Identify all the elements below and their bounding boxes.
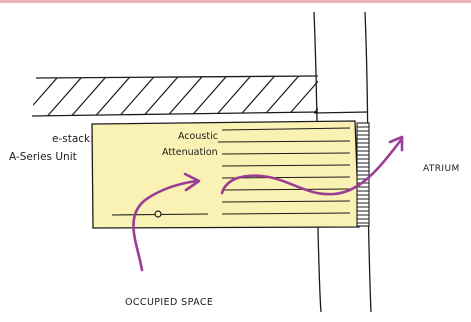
louvre-grille [356,122,370,227]
curved-arrow-icon [220,135,404,196]
panel-label-line1: Acoustic [178,131,218,142]
unit-label-line1: e-stack: [52,133,94,145]
top-band [0,0,471,3]
acoustic-attenuation-panel [217,127,351,215]
curved-arrow-icon [132,172,201,272]
e-stack-unit [91,120,360,229]
floor-slab [31,75,319,117]
atrium-label: ATRIUM [423,164,460,174]
unit-label-line2: A-Series Unit [9,151,77,163]
occupied-space-label: OCCUPIED SPACE [125,297,214,308]
panel-label-line2: Attenuation [162,147,218,158]
control-knob [154,210,162,218]
